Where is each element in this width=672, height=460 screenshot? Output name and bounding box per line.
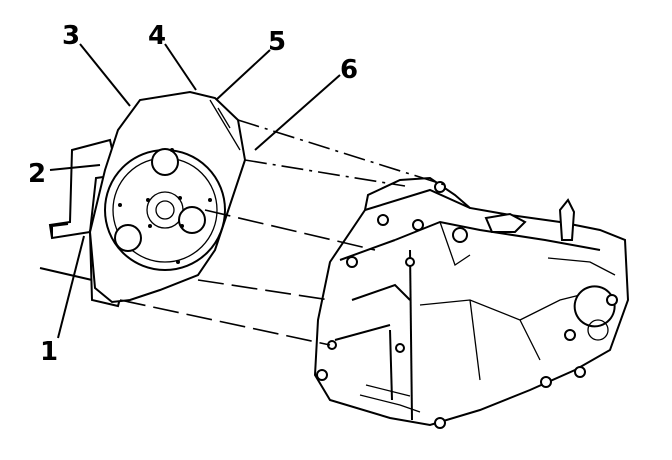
callout-1: 1 xyxy=(40,337,58,367)
leader-lines xyxy=(49,43,341,339)
alignment-lines xyxy=(119,119,446,346)
callout-2: 2 xyxy=(28,159,46,189)
callout-3: 3 xyxy=(62,21,80,51)
callout-5: 5 xyxy=(268,27,286,57)
callout-4: 4 xyxy=(148,21,166,51)
callout-6: 6 xyxy=(340,55,358,85)
flywheel xyxy=(104,148,226,271)
transaxle-body xyxy=(313,176,630,429)
